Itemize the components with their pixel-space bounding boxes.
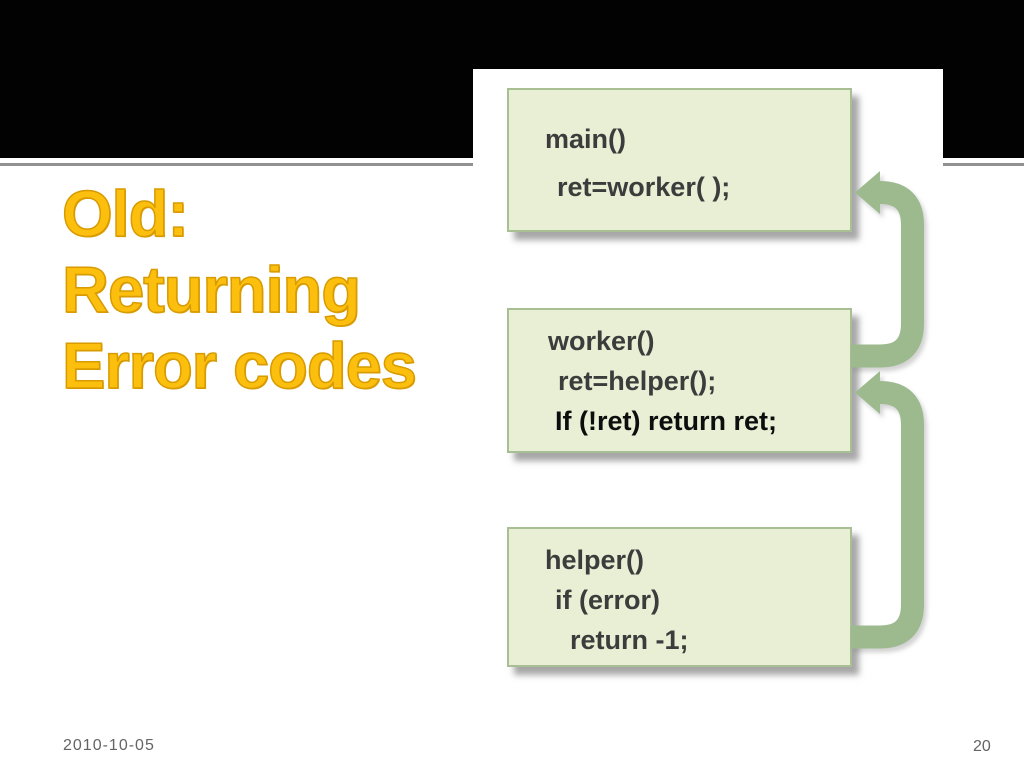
code-line: worker() [548, 326, 655, 356]
slide-title-line: Error codes [61, 328, 417, 403]
footer-date: 2010-10-05 [63, 737, 155, 754]
code-line: if (error) [555, 585, 661, 615]
code-line: ret=worker( ); [557, 172, 731, 202]
helper-function-box: helper() if (error) return -1; [507, 527, 852, 667]
slide-title-line: Old: [61, 176, 189, 251]
code-line: If (!ret) return ret; [555, 406, 777, 436]
worker-function-box: worker() ret=helper(); If (!ret) return … [507, 308, 852, 453]
footer-page-number: 20 [973, 738, 991, 755]
main-function-box: main() ret=worker( ); [507, 88, 852, 232]
slide-title-line: Returning [61, 252, 361, 327]
code-line: ret=helper(); [558, 366, 717, 396]
code-line: return -1; [570, 625, 689, 655]
code-line: helper() [545, 545, 645, 575]
code-line: main() [545, 124, 626, 154]
slide-title: Old: Returning Error codes [61, 176, 417, 404]
